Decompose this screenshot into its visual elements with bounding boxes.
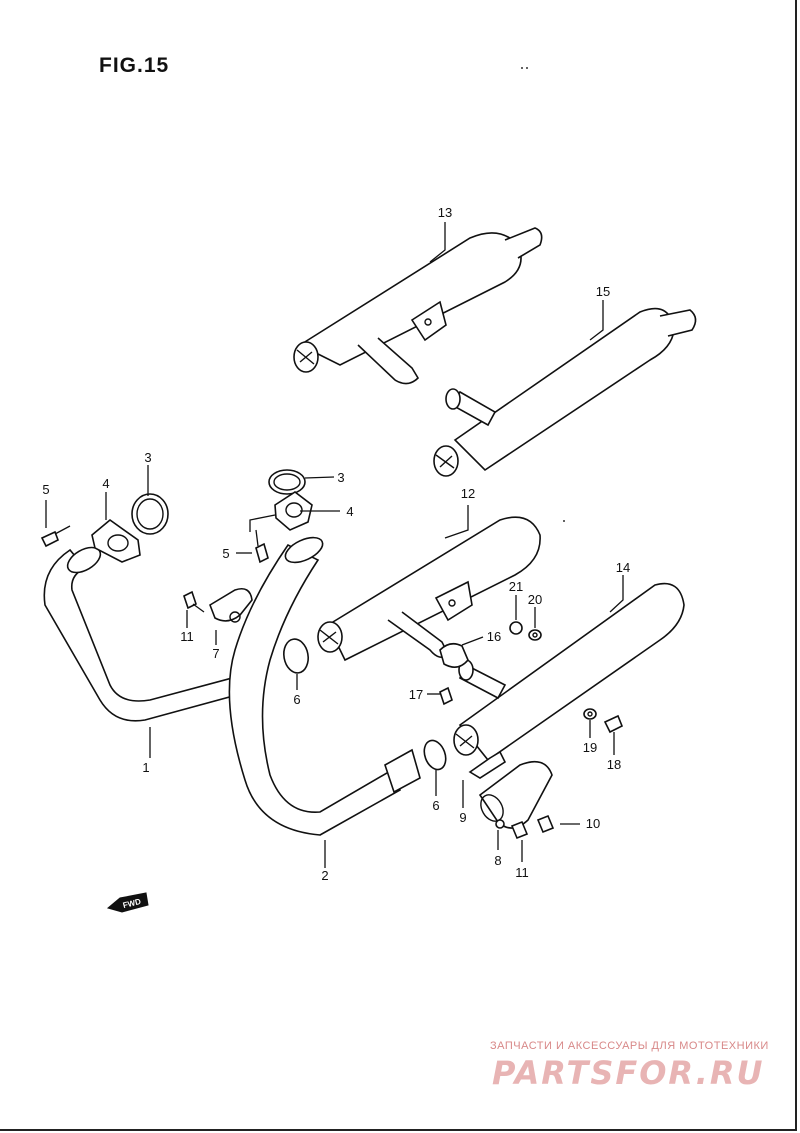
callout-7: 7	[212, 646, 219, 661]
nut-8	[495, 819, 505, 829]
watermark-logo: PARTSFOR.RU	[492, 1054, 765, 1092]
callout-19: 19	[583, 740, 597, 755]
muffler-14	[453, 582, 685, 762]
callout-2: 2	[321, 868, 328, 883]
washer-19	[583, 708, 597, 720]
clamp-7	[209, 587, 253, 622]
forward-arrow-icon: FWD	[106, 892, 149, 913]
callout-16: 16	[487, 629, 501, 644]
callout-4-left: 4	[102, 476, 109, 491]
callout-6-lower: 6	[432, 798, 439, 813]
bolt-10	[536, 814, 555, 834]
callout-20: 20	[528, 592, 542, 607]
callout-labels: 1 2 3 3 4 4 5 5 6 6 7 8 9 10 11 11 12 13…	[42, 205, 630, 883]
muffler-13	[293, 227, 543, 385]
callout-17: 17	[409, 687, 423, 702]
leader-lines	[45, 222, 624, 868]
figure-title: FIG.15	[99, 54, 170, 77]
nut-21	[509, 621, 523, 635]
bolt-18	[603, 714, 624, 734]
callout-1: 1	[142, 760, 149, 775]
flange-4-right	[274, 491, 313, 531]
connector-6-lower	[423, 739, 447, 771]
clamp-16	[439, 642, 469, 668]
watermark-tagline: ЗАПЧАСТИ И АКСЕССУАРЫ ДЛЯ МОТОТЕХНИКИ	[490, 1040, 769, 1052]
bolt-5-right	[255, 529, 269, 564]
callout-3-right: 3	[337, 470, 344, 485]
exhaust-pipe-2	[228, 536, 421, 836]
bolt-11-lower	[510, 820, 529, 840]
callout-4-right: 4	[346, 504, 353, 519]
callout-9: 9	[459, 810, 466, 825]
muffler-15	[433, 307, 697, 477]
cover-8	[478, 760, 553, 829]
bracket-9	[468, 750, 507, 779]
callout-5-left: 5	[42, 482, 49, 497]
muffler-12	[317, 516, 541, 662]
bolt-17	[439, 686, 453, 706]
connector-6-upper	[283, 638, 309, 674]
callout-18: 18	[607, 757, 621, 772]
callout-12: 12	[461, 486, 475, 501]
bolt-5-left	[40, 525, 71, 548]
callout-15: 15	[596, 284, 610, 299]
callout-6-upper: 6	[293, 692, 300, 707]
callout-11-lower: 11	[515, 865, 529, 880]
callout-3-left: 3	[144, 450, 151, 465]
fwd-label: FWD	[122, 897, 142, 910]
flange-4-left	[91, 518, 141, 563]
callout-11-upper: 11	[180, 629, 194, 644]
callout-10: 10	[586, 816, 600, 831]
callout-13: 13	[438, 205, 452, 220]
callout-8: 8	[494, 853, 501, 868]
callout-14: 14	[616, 560, 630, 575]
washer-20	[528, 629, 542, 641]
callout-5-right: 5	[222, 546, 229, 561]
callout-21: 21	[509, 579, 523, 594]
